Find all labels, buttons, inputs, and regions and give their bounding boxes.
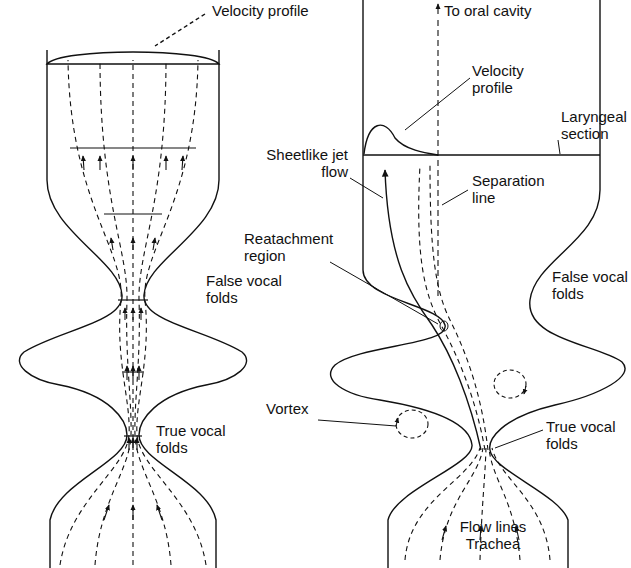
part-label: Vortex (266, 400, 326, 417)
part-label: Laryngeal section (561, 108, 629, 142)
part-label: Velocity profile (472, 62, 552, 96)
part-label: Velocity profile (212, 2, 312, 19)
part-label: To oral cavity (444, 2, 584, 19)
part-label: True vocal folds (156, 422, 256, 456)
part-label: Sheetlike jet flow (262, 146, 348, 180)
part-label: True vocal folds (546, 418, 622, 452)
part-label: Separation line (472, 172, 558, 206)
part-label: False vocal folds (206, 272, 292, 306)
part-label: Reatachment region (244, 230, 334, 264)
part-label: Flow lines Trachea (452, 518, 534, 552)
part-label: False vocal folds (552, 268, 628, 302)
